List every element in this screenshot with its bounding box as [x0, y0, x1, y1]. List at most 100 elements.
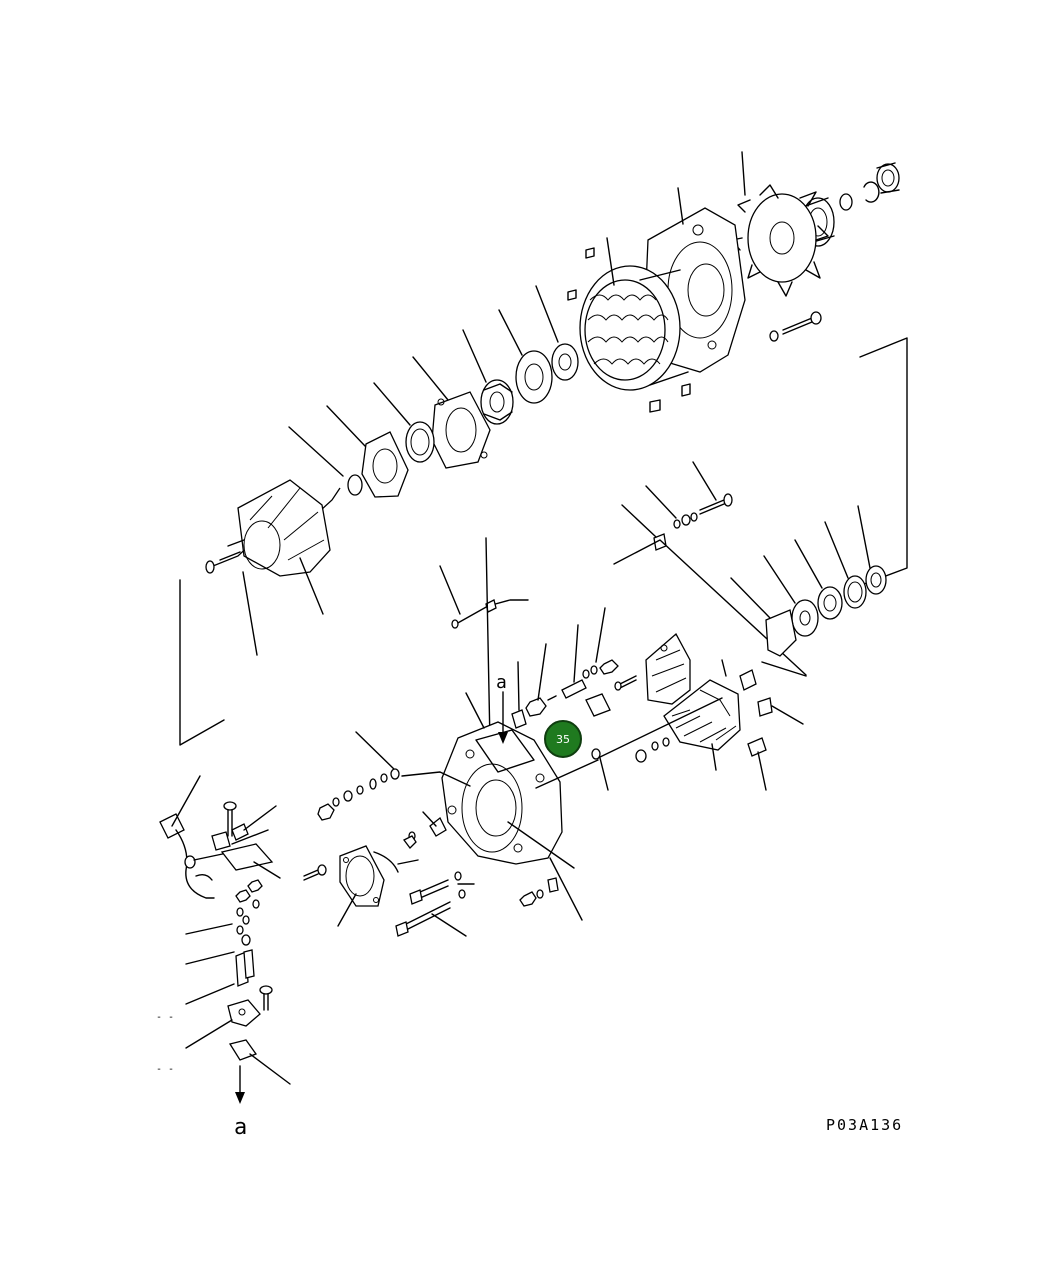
washer-nut-row	[317, 768, 400, 821]
lock-washer	[863, 181, 880, 203]
terminal-bracket	[585, 693, 611, 717]
leader-line	[771, 705, 804, 725]
seal-ring	[843, 575, 867, 609]
cover-cap	[228, 1039, 258, 1061]
rear-bracket-housing	[441, 721, 563, 865]
leader-line	[401, 771, 471, 787]
rear-cover-plate	[339, 845, 385, 907]
leader-line	[397, 859, 419, 865]
leader-line	[763, 555, 796, 604]
insulation-sheet	[220, 843, 274, 871]
leader-line	[794, 539, 823, 589]
bearing-retainer-rear	[765, 609, 797, 657]
screw-cover	[303, 864, 327, 881]
leader-line	[606, 237, 615, 286]
washers-set	[673, 512, 698, 529]
leader-line	[253, 861, 281, 879]
cooling-fan	[731, 184, 829, 297]
terminal-insulator	[721, 659, 757, 691]
leader-line	[824, 521, 849, 579]
leader-line	[412, 356, 449, 401]
terminal-b	[757, 697, 773, 717]
view-marker-label-bottom: a	[234, 1115, 247, 1140]
leader-line	[677, 187, 684, 225]
terminal-tab	[429, 816, 447, 837]
spacer-ring	[405, 421, 435, 463]
leader-line	[288, 426, 344, 477]
brush-set	[235, 949, 255, 987]
leader-line	[231, 829, 269, 845]
thrust-washer	[347, 474, 363, 496]
view-marker-label: a	[496, 672, 507, 693]
leader-line	[645, 485, 677, 519]
leader-line	[730, 577, 771, 619]
brush-spring-clip	[231, 823, 249, 841]
leader-line	[517, 661, 520, 711]
leader-line	[422, 811, 437, 827]
leader-line	[599, 757, 609, 791]
terminal-clips	[567, 247, 691, 413]
heat-sink-regulator	[663, 679, 741, 751]
sub-assembly-bracket	[613, 539, 807, 676]
leader-line	[462, 329, 487, 383]
mounting-bolt	[699, 493, 733, 515]
leader-line	[326, 405, 366, 447]
leader-line	[595, 607, 606, 663]
leader-line	[185, 923, 233, 935]
view-arrow-down	[235, 1065, 245, 1104]
leader-line	[373, 382, 411, 426]
bearing-cover-rear	[865, 565, 887, 595]
gasket	[373, 851, 399, 873]
leader-line	[741, 151, 746, 196]
leader-line	[711, 743, 717, 771]
callout-35[interactable]: 35	[544, 720, 582, 758]
brush-terminal	[211, 831, 231, 851]
leader-line	[537, 643, 547, 701]
rear-bearing	[791, 599, 819, 637]
leader-line	[243, 805, 277, 831]
through-bolt-top	[769, 311, 822, 342]
leader-line	[498, 309, 523, 356]
leader-line	[439, 565, 461, 615]
through-bolt-long	[395, 889, 466, 937]
assembly-bracket-right	[859, 337, 908, 585]
leader-line	[857, 505, 871, 569]
screw-holder	[259, 985, 273, 1011]
spacer	[839, 193, 853, 211]
through-bolt-short	[409, 871, 462, 905]
leader-line	[185, 951, 235, 965]
leader-line	[535, 285, 559, 343]
view-arrow	[498, 691, 508, 744]
bearing-cover	[551, 343, 579, 381]
leader-line	[507, 759, 599, 921]
leader-line	[465, 692, 485, 729]
terminal-nut	[582, 659, 619, 679]
leader-line	[337, 893, 357, 927]
washer-pair-left	[403, 831, 417, 849]
stator-coil	[579, 265, 689, 391]
tick-mark: - -	[156, 1064, 174, 1075]
leader-line	[171, 775, 201, 827]
hex-nut	[525, 697, 547, 717]
leader-line	[185, 1019, 233, 1049]
connector-plug	[159, 813, 215, 899]
callout-35-label: 35	[556, 733, 570, 746]
leader-line	[242, 571, 258, 656]
leader-line	[757, 751, 767, 791]
leader-line	[249, 1053, 291, 1085]
leader-line	[621, 504, 657, 538]
leader-line	[692, 461, 717, 501]
terminal-r	[747, 737, 767, 757]
terminal-bolt	[614, 675, 637, 691]
brush-holder	[547, 679, 587, 701]
wire-harness-top	[451, 599, 529, 629]
brush-holder-base	[227, 999, 261, 1027]
leader-line	[299, 557, 324, 615]
rotor-assembly	[205, 479, 341, 577]
nut-washer-bottom	[519, 877, 559, 907]
tick-mark: - -	[156, 1012, 174, 1023]
nuts-small	[235, 879, 263, 946]
leader-line	[597, 697, 723, 759]
drawing-code: P03A136	[826, 1116, 903, 1134]
